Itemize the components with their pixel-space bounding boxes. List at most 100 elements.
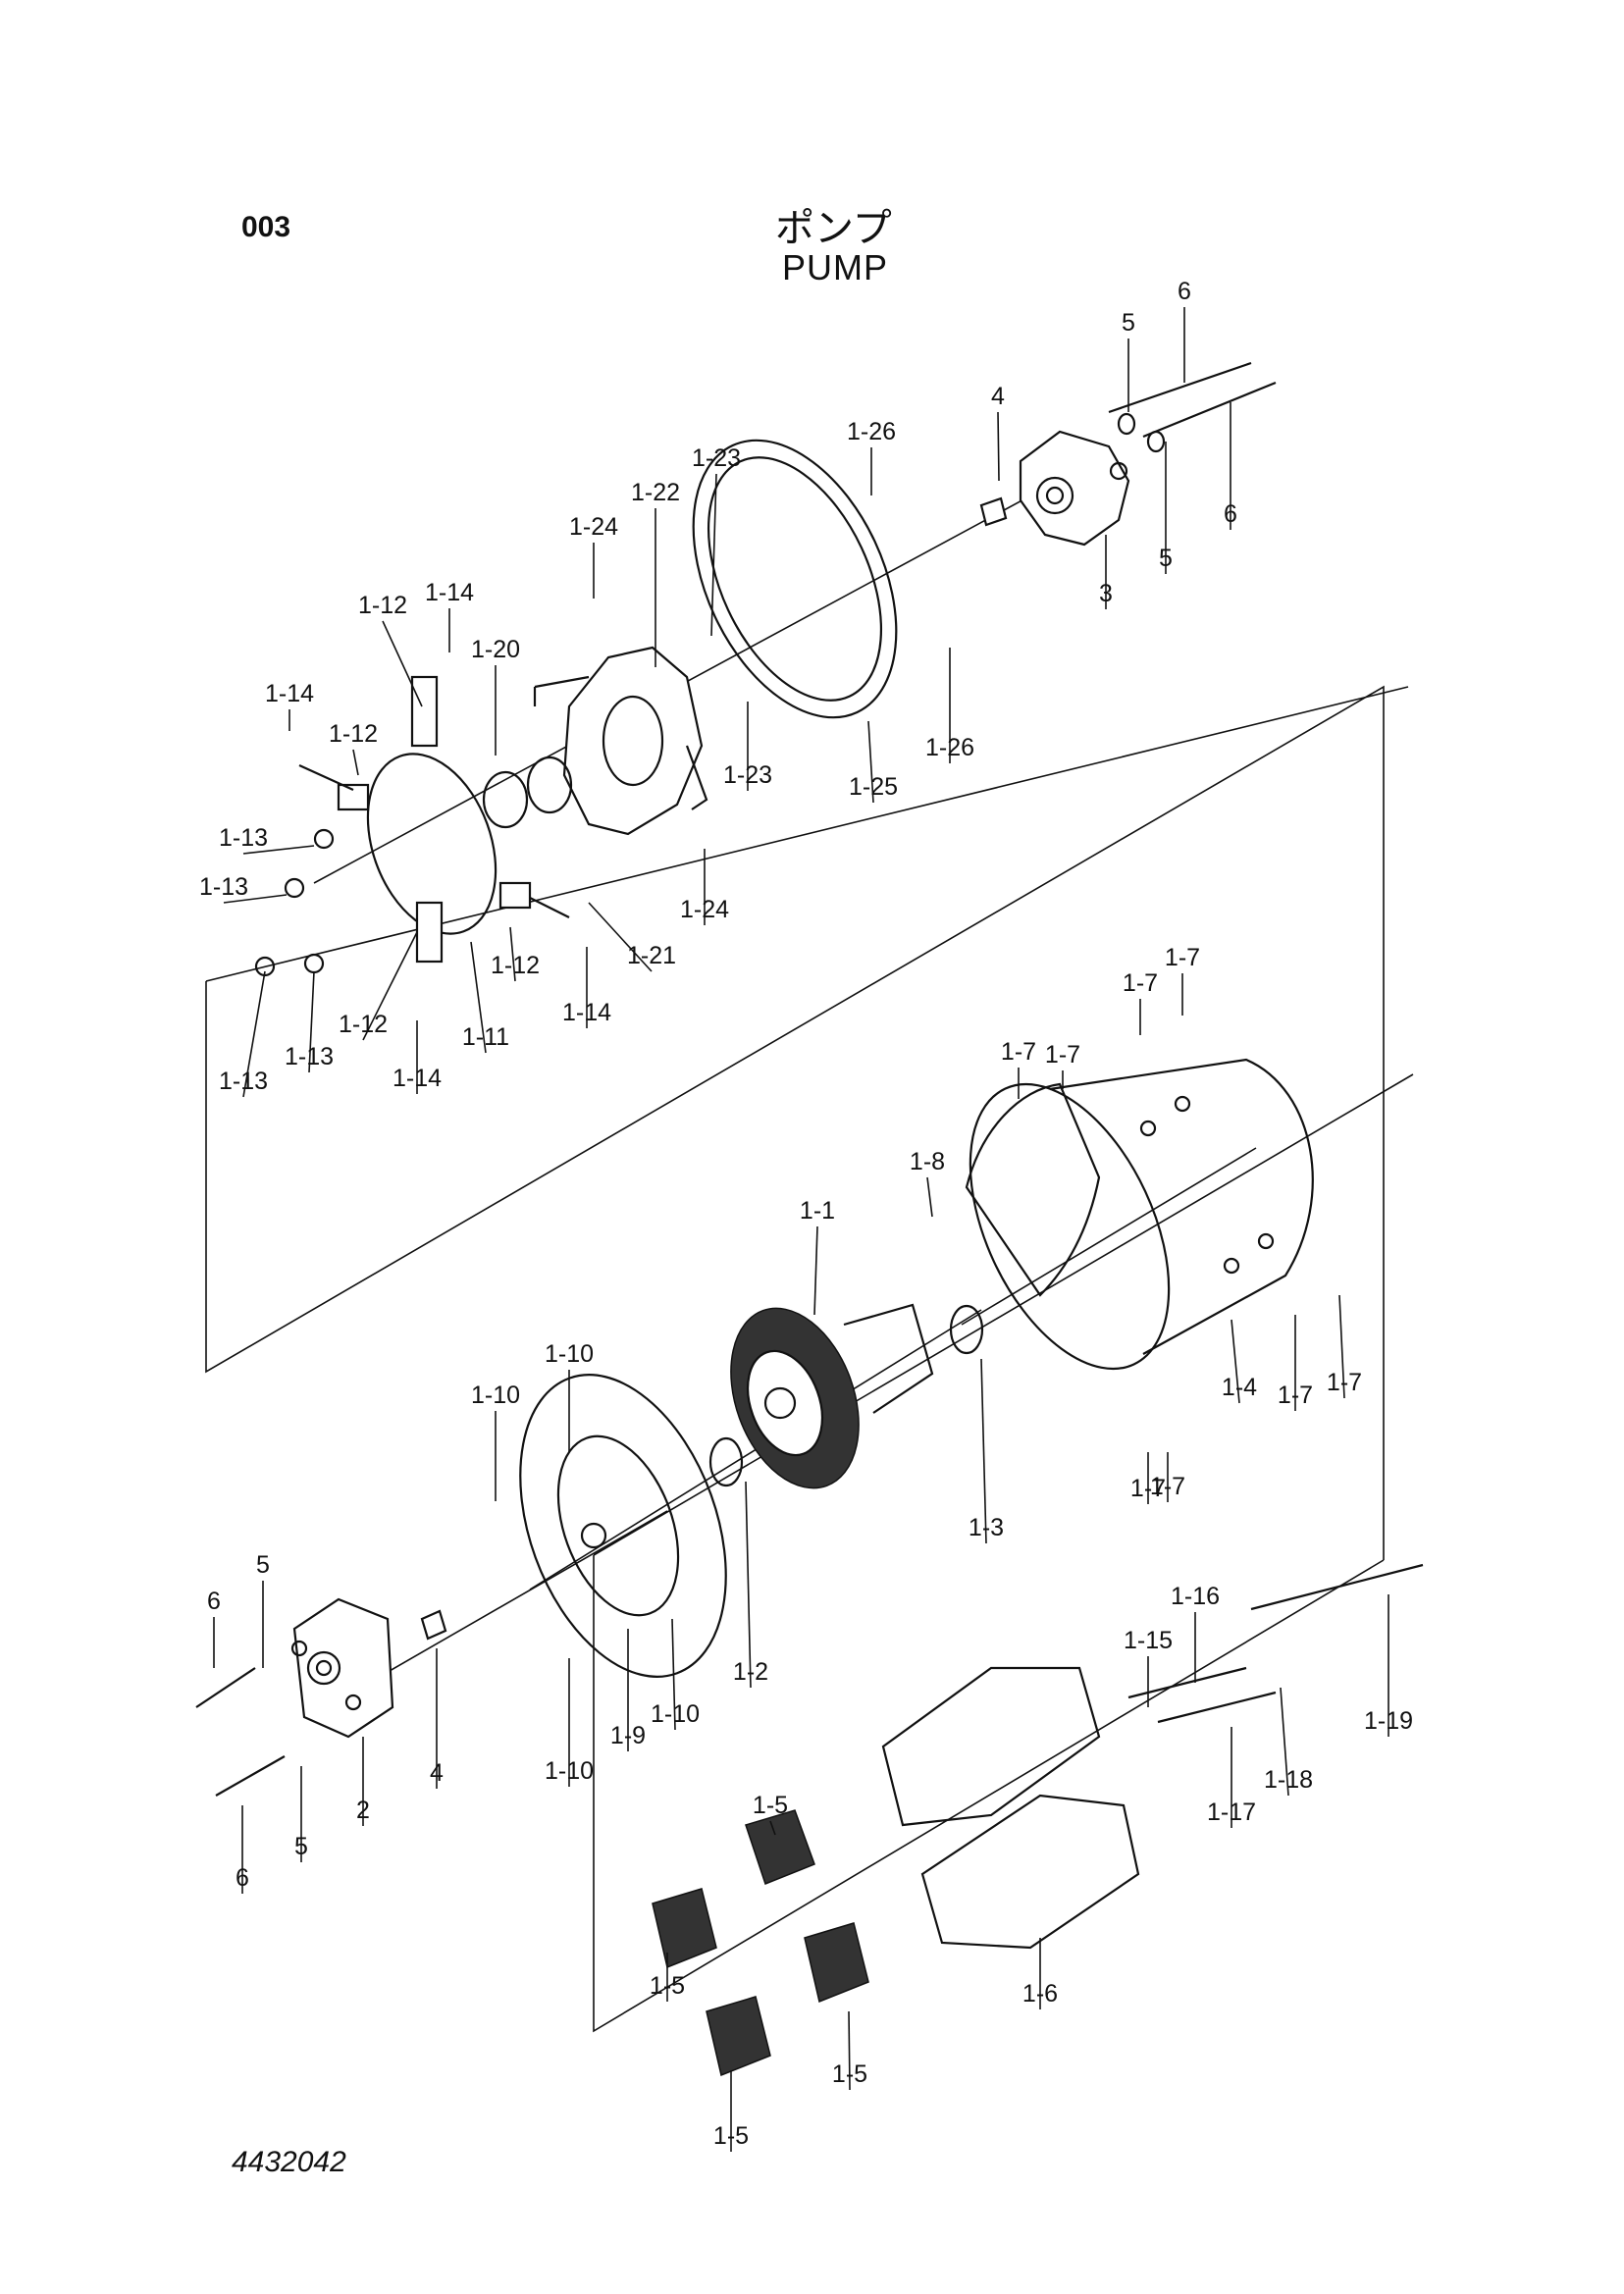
- part-callout-label: 5: [294, 1833, 308, 1860]
- part-callout-label: 1-8: [910, 1148, 945, 1175]
- part-callout-label: 6: [236, 1864, 249, 1892]
- part-callout-label: 1-10: [651, 1700, 700, 1728]
- part-callout-label: 1-4: [1222, 1374, 1257, 1401]
- callout-leader-line: [671, 1618, 676, 1731]
- callout-leader-line: [1280, 1687, 1289, 1797]
- part-callout-label: 1-16: [1171, 1583, 1220, 1610]
- part-callout-label: 1-19: [1364, 1707, 1413, 1735]
- part-callout-label: 1-10: [545, 1757, 594, 1785]
- part-callout-label: 1-21: [627, 942, 676, 969]
- brush-holder-1-11-drawing: [254, 675, 573, 977]
- part-callout-label: 1-5: [753, 1792, 788, 1819]
- callout-leader-line: [362, 931, 418, 1041]
- part-callout-label: 1-26: [925, 734, 974, 761]
- callout-leader-line: [588, 902, 653, 972]
- gasket-1-25-drawing: [692, 439, 898, 719]
- page-number: 003: [241, 211, 291, 243]
- bracket-1-22-drawing: [533, 646, 708, 836]
- part-callout-label: 1-13: [219, 824, 268, 852]
- page-title-japanese: ポンプ: [775, 206, 892, 251]
- part-callout-label: 1-13: [219, 1068, 268, 1095]
- part-callout-label: 1-7: [1165, 944, 1200, 971]
- callout-leader-line: [867, 720, 874, 804]
- part-callout-label: 1-10: [545, 1340, 594, 1368]
- part-callout-label: 1-1: [800, 1197, 835, 1225]
- part-callout-label: 1-20: [471, 636, 520, 663]
- part-callout-label: 1-24: [569, 513, 618, 541]
- part-callout-label: 1-2: [733, 1658, 768, 1686]
- part-callout-label: 1-12: [491, 952, 540, 979]
- part-callout-label: 1-14: [562, 999, 611, 1026]
- callout-leader-line: [997, 411, 1000, 482]
- callout-leader-line: [848, 2010, 851, 2091]
- part-callout-label: 1-17: [1207, 1799, 1256, 1826]
- part-callout-label: 5: [256, 1551, 270, 1579]
- callout-leader-line: [352, 749, 359, 776]
- callout-leader-line: [470, 941, 487, 1054]
- callout-leader-line: [710, 473, 717, 637]
- part-callout-label: 1-3: [969, 1514, 1004, 1541]
- part-callout-label: 1-26: [847, 418, 896, 445]
- part-callout-label: 1-23: [723, 761, 772, 789]
- part-callout-label: 4: [430, 1759, 444, 1787]
- part-callout-label: 1-10: [471, 1382, 520, 1409]
- part-callout-label: 1-23: [692, 444, 741, 472]
- part-callout-label: 1-5: [832, 2060, 867, 2088]
- assembly-axis-lines: [313, 490, 1257, 1698]
- part-callout-label: 1-12: [329, 720, 378, 748]
- part-callout-label: 1-6: [1022, 1980, 1058, 2007]
- part-callout-label: 1-15: [1124, 1627, 1173, 1654]
- part-callout-label: 1-7: [1123, 969, 1158, 997]
- part-callout-label: 1-11: [462, 1023, 509, 1051]
- callout-leader-line: [1231, 1319, 1240, 1404]
- page-title: PUMP: [782, 247, 889, 287]
- part-callout-label: 3: [1099, 580, 1113, 607]
- part-callout-label: 1-7: [1278, 1382, 1313, 1409]
- callout-leader-line: [308, 970, 315, 1073]
- callout-leader-line: [1338, 1294, 1345, 1399]
- callout-leader-line: [242, 970, 266, 1098]
- part-callout-label: 1-18: [1264, 1766, 1313, 1794]
- part-callout-label: 1-7: [1327, 1369, 1362, 1396]
- callout-leader-line: [242, 845, 315, 855]
- part-callout-label: 1-7: [1130, 1475, 1166, 1502]
- callout-leader-line: [980, 1358, 987, 1544]
- end-cover-1-9-drawing: [519, 1374, 727, 1678]
- pole-shoes-1-5-drawing: [652, 1809, 869, 2077]
- callout-leader-line: [382, 620, 423, 707]
- part-callout-label: 1-7: [1045, 1041, 1080, 1069]
- part-callout-label: 1-9: [610, 1722, 646, 1749]
- motor-assembly-outline: [205, 685, 1414, 2033]
- field-coil-1-6-drawing: [881, 1563, 1424, 1950]
- callout-leader-line: [926, 1176, 933, 1218]
- part-callout-label: 1-25: [849, 773, 898, 801]
- part-callout-label: 4: [991, 383, 1005, 410]
- part-callout-label: 1-7: [1001, 1038, 1036, 1066]
- part-callout-label: 1-14: [265, 680, 314, 707]
- part-callout-label: 1-5: [650, 1972, 685, 2000]
- part-callout-label: 5: [1122, 309, 1135, 337]
- part-callout-label: 6: [207, 1588, 221, 1615]
- pump-2-drawing: [195, 1597, 447, 1797]
- drawing-number: 4432042: [232, 2146, 346, 2178]
- part-callout-label: 1-12: [358, 592, 407, 619]
- callout-leader-line: [509, 926, 516, 982]
- part-callout-label: 6: [1178, 278, 1191, 305]
- part-callout-label: 1-13: [285, 1043, 334, 1070]
- armature-1-1-drawing: [708, 1303, 984, 1489]
- part-callout-label: 1-14: [425, 579, 474, 606]
- part-callout-label: 1-14: [393, 1065, 442, 1092]
- part-callout-label: 1-24: [680, 896, 729, 923]
- callout-leader-line: [813, 1225, 818, 1316]
- part-callout-label: 1-13: [199, 873, 248, 901]
- callout-layer: 1-261-231-221-241-141-121-201-141-121-13…: [199, 278, 1413, 2152]
- part-callout-label: 1-7: [1150, 1473, 1185, 1500]
- callout-leader-line: [745, 1481, 752, 1689]
- part-callout-label: 5: [1159, 545, 1173, 572]
- part-callout-label: 1-5: [713, 2122, 749, 2150]
- part-callout-label: 1-12: [339, 1011, 388, 1038]
- part-callout-label: 2: [356, 1797, 370, 1824]
- callout-leader-line: [769, 1820, 776, 1836]
